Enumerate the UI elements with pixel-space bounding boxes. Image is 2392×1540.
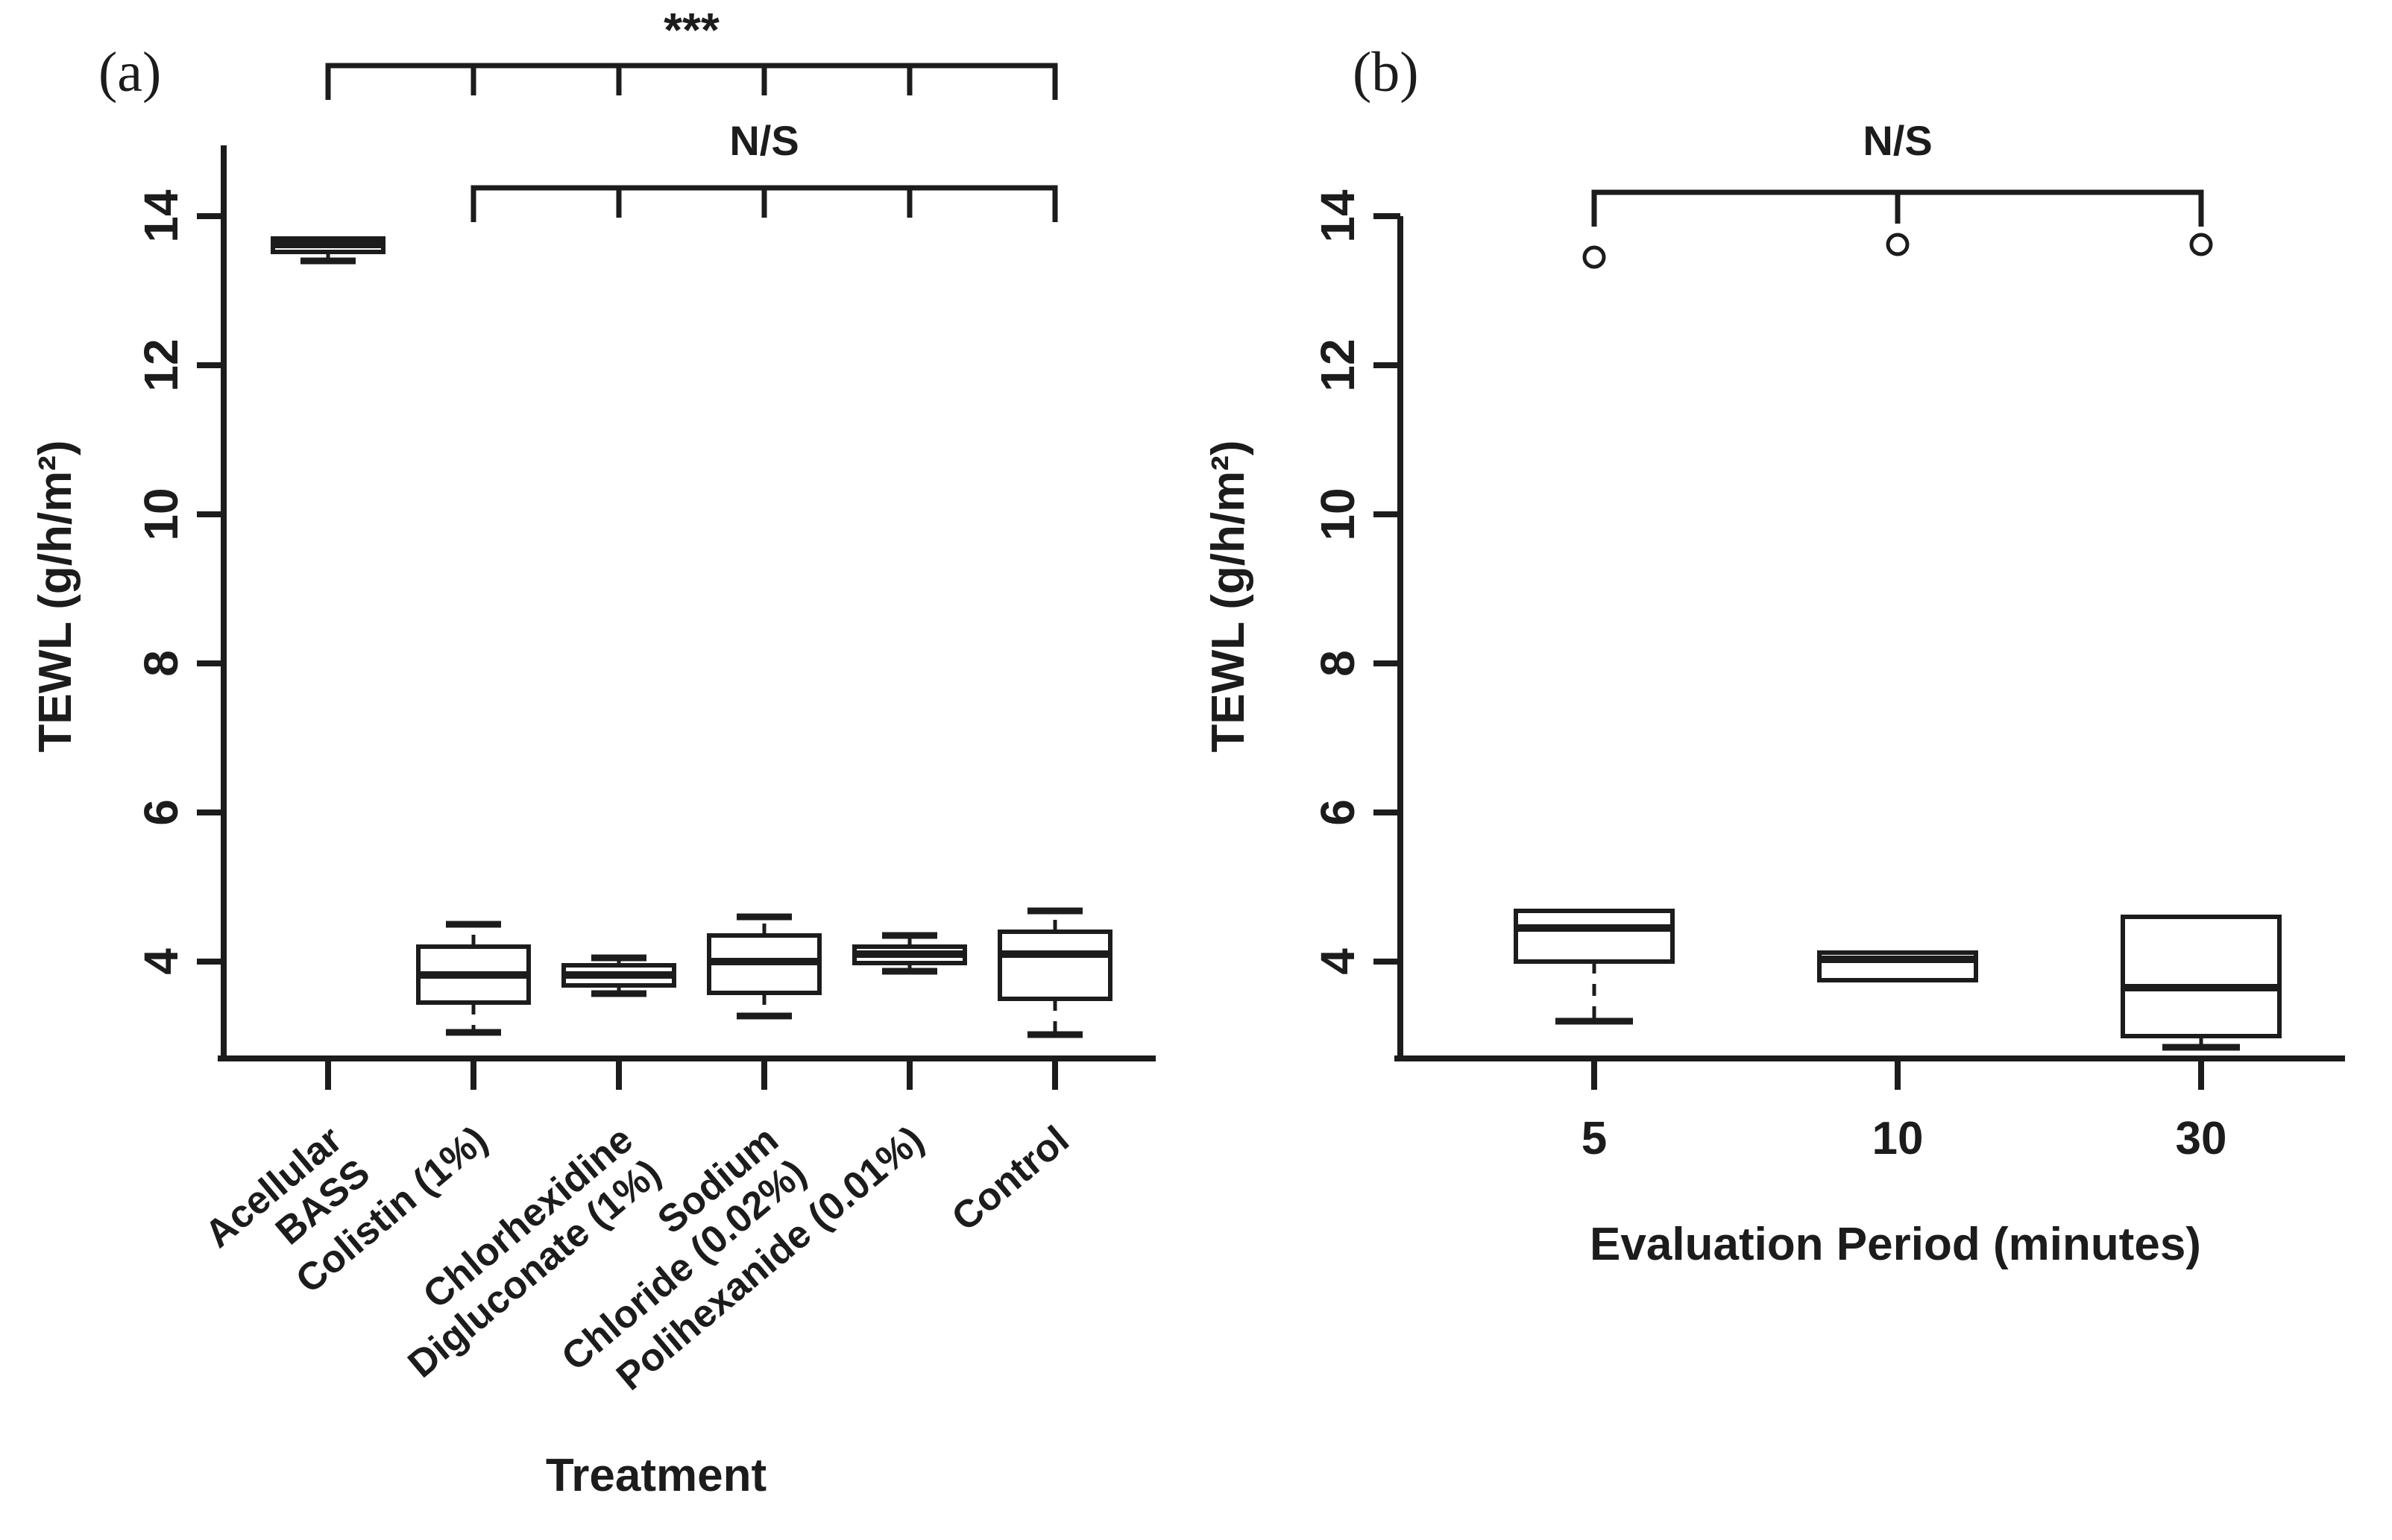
outlier-point — [1582, 245, 1606, 269]
y-tick-label: 6 — [134, 799, 188, 826]
panel-letter-label: (b) — [1353, 41, 1419, 104]
box-chlorhexidine-digluconate-1 — [561, 954, 676, 997]
category-label: Control — [944, 1118, 1077, 1240]
y-tick-label: 14 — [134, 189, 188, 243]
y-tick-label: 12 — [134, 338, 188, 391]
box-colistin-1 — [416, 921, 531, 1036]
outlier-point — [1886, 233, 1910, 256]
y-tick-label: 10 — [134, 487, 188, 540]
x-axis-title: Treatment — [546, 1450, 767, 1501]
y-tick-label: 4 — [134, 948, 188, 975]
y-tick-label: 8 — [1311, 650, 1365, 677]
category-label: 30 — [2176, 1113, 2227, 1164]
y-axis-title: TEWL (g/h/m²) — [30, 441, 81, 753]
category-label: ChlorhexidineDigluconate (1%) — [372, 1118, 669, 1386]
box-control — [998, 907, 1112, 1038]
y-tick-label: 4 — [1311, 948, 1365, 975]
y-tick-label: 12 — [1311, 338, 1365, 391]
box-5 — [1514, 245, 1675, 1025]
outlier-point — [2189, 233, 2213, 256]
significance-bracket: N/S — [470, 117, 1058, 222]
box-10 — [1817, 233, 1978, 982]
box-30 — [2121, 233, 2282, 1051]
significance-label: N/S — [1863, 117, 1932, 164]
y-tick-label: 14 — [1311, 189, 1365, 243]
y-tick-label: 10 — [1311, 487, 1365, 540]
panel-letter-label: (a) — [98, 41, 161, 104]
box-rect — [1514, 909, 1675, 964]
bracket-line — [325, 63, 1058, 100]
box-rect — [998, 930, 1112, 1001]
y-tick-label: 6 — [1311, 799, 1365, 826]
category-label: 10 — [1872, 1113, 1924, 1164]
y-axis-title: TEWL (g/h/m²) — [1203, 441, 1254, 753]
x-axis-title: Evaluation Period (minutes) — [1590, 1219, 2201, 1270]
category-label: 5 — [1581, 1113, 1607, 1164]
significance-bracket: N/S — [1591, 117, 2204, 227]
box-acellular-bass — [271, 236, 385, 265]
significance-label: *** — [664, 3, 720, 57]
box-polihexanide-0-01 — [852, 932, 967, 975]
y-tick-label: 8 — [134, 650, 188, 677]
significance-label: N/S — [729, 117, 799, 164]
significance-bracket: *** — [325, 3, 1058, 100]
box-sodium-chloride-0-02 — [707, 913, 822, 1020]
box-rect — [2121, 915, 2282, 1038]
